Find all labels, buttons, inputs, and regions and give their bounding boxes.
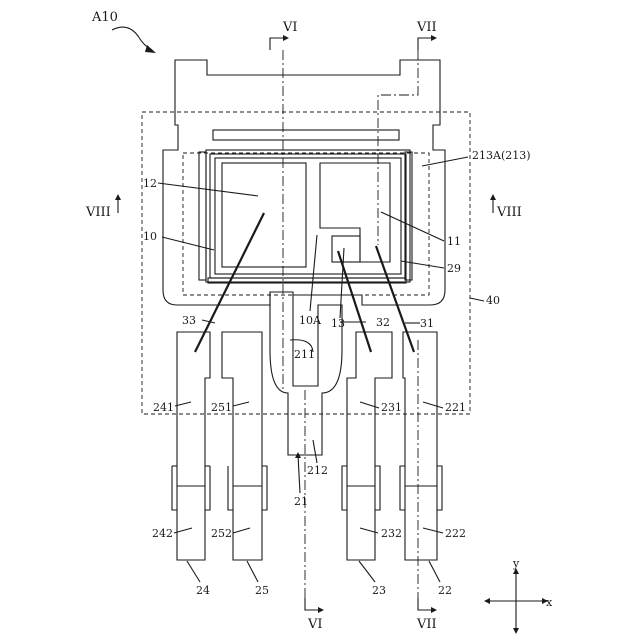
ref-213A: 213A(213): [472, 149, 531, 162]
section-mark-vi-top: [270, 38, 283, 50]
a10-arrow: [112, 27, 152, 50]
section-mark-vii-top-arrow: [431, 35, 437, 41]
section-label-viii-left: VIII: [85, 205, 111, 220]
section-mark-vii-bottom-arrow: [431, 607, 437, 613]
section-label-vi-bottom: VI: [307, 617, 323, 632]
section-mark-viii-left-arrow: [115, 194, 121, 200]
die-pad-outline: [163, 60, 445, 305]
section-mark-viii-right-arrow: [490, 194, 496, 200]
ref-222: 222: [445, 527, 466, 540]
figure-id-label: A10: [91, 10, 118, 25]
axis-label-y: y: [512, 557, 520, 570]
ref-25: 25: [255, 584, 269, 597]
section-label-vii-top: VII: [416, 20, 437, 35]
ref-10A: 10A: [299, 314, 322, 327]
ref-241: 241: [153, 401, 174, 414]
element-13: [332, 236, 360, 262]
ref-21: 21: [294, 495, 308, 508]
top-slot: [213, 130, 399, 140]
die-11: [320, 163, 390, 262]
axis-arrow-down: [513, 628, 519, 634]
section-mark-vi-bottom: [305, 598, 318, 610]
ref-232: 232: [381, 527, 402, 540]
ref-24: 24: [196, 584, 210, 597]
ref-231: 231: [381, 401, 402, 414]
lead-25: [222, 332, 262, 560]
ref-23: 23: [372, 584, 386, 597]
section-label-vii-bottom: VII: [416, 617, 437, 632]
axis-arrow-left: [484, 598, 490, 604]
ref-12: 12: [143, 177, 157, 190]
lead-23-notch: [342, 466, 380, 510]
section-mark-vii-bottom: [418, 598, 431, 610]
ref-242: 242: [152, 527, 173, 540]
lead-22: [403, 332, 437, 560]
section-label-viii-right: VIII: [496, 205, 522, 220]
left-side-bar: [199, 152, 206, 280]
ref-22: 22: [438, 584, 452, 597]
ref-11: 11: [447, 235, 461, 248]
ref-32: 32: [376, 316, 390, 329]
axis-label-x: x: [546, 596, 553, 609]
ref-31: 31: [420, 317, 434, 330]
ref-33: 33: [182, 314, 196, 327]
section-mark-vii-top: [418, 38, 431, 50]
lead-24-notch: [172, 466, 210, 510]
lead-22-notch: [400, 466, 442, 510]
ref-10: 10: [143, 230, 157, 243]
section-label-vi-top: VI: [282, 20, 298, 35]
ref-212: 212: [307, 464, 328, 477]
lead-23: [347, 332, 392, 560]
ref-29: 29: [447, 262, 461, 275]
frame-layer-2: [210, 154, 406, 278]
ref-252: 252: [211, 527, 232, 540]
lead-25-notch: [228, 466, 267, 510]
section-mark-vi-bottom-arrow: [318, 607, 324, 613]
ref-221: 221: [445, 401, 466, 414]
ref-251: 251: [211, 401, 232, 414]
ref-211: 211: [294, 348, 315, 361]
ref-40: 40: [486, 294, 500, 307]
leader-lines: [158, 157, 484, 582]
ref-13: 13: [331, 317, 345, 330]
section-mark-vi-top-arrow: [283, 35, 289, 41]
lead-24: [177, 332, 210, 560]
